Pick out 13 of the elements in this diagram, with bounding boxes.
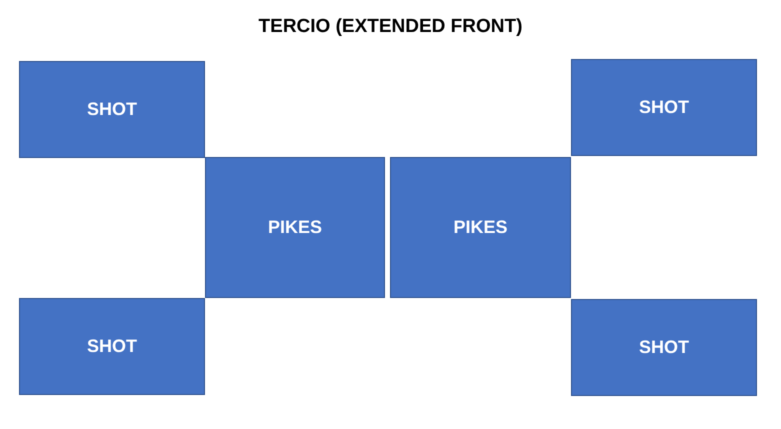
unit-block (571, 59, 757, 156)
unit-label: SHOT (86, 99, 137, 120)
unit-label: SHOT (86, 336, 137, 357)
unit-block (205, 157, 385, 298)
unit-block (390, 157, 571, 298)
unit-block (571, 299, 757, 396)
unit-label: SHOT (638, 337, 689, 358)
unit-label: PIKES (453, 217, 508, 238)
unit-block (19, 298, 205, 395)
unit-label: SHOT (638, 97, 689, 118)
unit-label: PIKES (268, 217, 322, 238)
diagram-title: TERCIO (EXTENDED FRONT) (258, 16, 522, 38)
unit-block (19, 61, 205, 158)
